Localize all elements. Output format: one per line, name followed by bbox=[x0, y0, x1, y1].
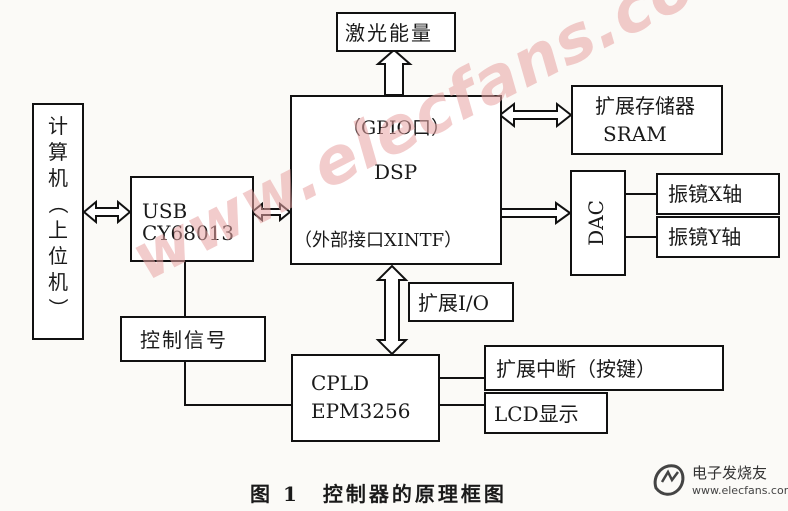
dsp-name-label: DSP bbox=[374, 160, 418, 184]
ext-interrupt-label: 扩展中断（按键） bbox=[496, 357, 656, 381]
arrow-dsp-cpld bbox=[375, 264, 409, 356]
ext-io-block: 扩展I/O bbox=[408, 282, 514, 322]
dsp-xintf-label: （外部接口XINTF） bbox=[294, 230, 463, 251]
arrow-dsp-laser bbox=[375, 48, 413, 96]
usb-block: USB CY68013 bbox=[130, 176, 254, 262]
galvo-y-block: 振镜Y轴 bbox=[656, 216, 780, 258]
dac-block: DAC bbox=[570, 170, 626, 276]
computer-block: 计 算 机 （ 上 位 机 ） bbox=[32, 103, 84, 340]
lcd-label: LCD显示 bbox=[494, 402, 579, 426]
control-signal-block: 控制信号 bbox=[120, 316, 266, 362]
arrow-dsp-dac bbox=[499, 201, 572, 225]
cpld-label-line1: CPLD bbox=[311, 371, 370, 395]
dsp-block: （GPIO口） DSP （外部接口XINTF） bbox=[290, 95, 502, 265]
dac-label: DAC bbox=[583, 200, 608, 246]
computer-char: ） bbox=[46, 298, 70, 318]
sram-block: 扩展存储器 SRAM bbox=[571, 85, 723, 155]
arrow-computer-usb bbox=[82, 199, 132, 225]
ext-interrupt-block: 扩展中断（按键） bbox=[484, 345, 724, 391]
computer-char: 机 bbox=[48, 270, 68, 294]
computer-char: 位 bbox=[48, 244, 68, 268]
cpld-label-line2: EPM3256 bbox=[311, 399, 411, 423]
galvo-x-label: 振镜X轴 bbox=[668, 182, 743, 206]
cpld-block: CPLD EPM3256 bbox=[291, 354, 440, 442]
logo-brand-text: 电子发烧友 bbox=[692, 464, 768, 482]
usb-label-line2: CY68013 bbox=[142, 221, 235, 245]
dsp-gpio-label: （GPIO口） bbox=[342, 117, 451, 139]
computer-char: 计 bbox=[48, 114, 68, 138]
elecfans-logo-icon bbox=[653, 464, 685, 496]
line-ctrlsignal-cpld bbox=[184, 362, 291, 406]
computer-char: 上 bbox=[48, 218, 68, 242]
ext-io-label: 扩展I/O bbox=[418, 291, 490, 315]
lcd-block: LCD显示 bbox=[484, 392, 608, 434]
laser-energy-label: 激光能量 bbox=[345, 21, 433, 45]
laser-energy-block: 激光能量 bbox=[336, 12, 456, 52]
elecfans-logo: 电子发烧友 www.elecfans.com bbox=[648, 458, 788, 506]
computer-char: 机 bbox=[48, 166, 68, 190]
galvo-x-block: 振镜X轴 bbox=[656, 173, 780, 215]
sram-label-line1: 扩展存储器 bbox=[595, 94, 695, 118]
computer-char: （ bbox=[46, 194, 70, 214]
usb-label-line1: USB bbox=[142, 199, 188, 223]
sram-label-line2: SRAM bbox=[603, 122, 667, 146]
logo-site-text: www.elecfans.com bbox=[692, 484, 788, 497]
figure-caption: 图 1 控制器的原理框图 bbox=[250, 482, 507, 506]
control-signal-label: 控制信号 bbox=[140, 328, 228, 352]
computer-char: 算 bbox=[48, 140, 68, 164]
computer-label: 计 算 机 （ 上 位 机 ） bbox=[34, 113, 82, 321]
galvo-y-label: 振镜Y轴 bbox=[668, 225, 742, 249]
